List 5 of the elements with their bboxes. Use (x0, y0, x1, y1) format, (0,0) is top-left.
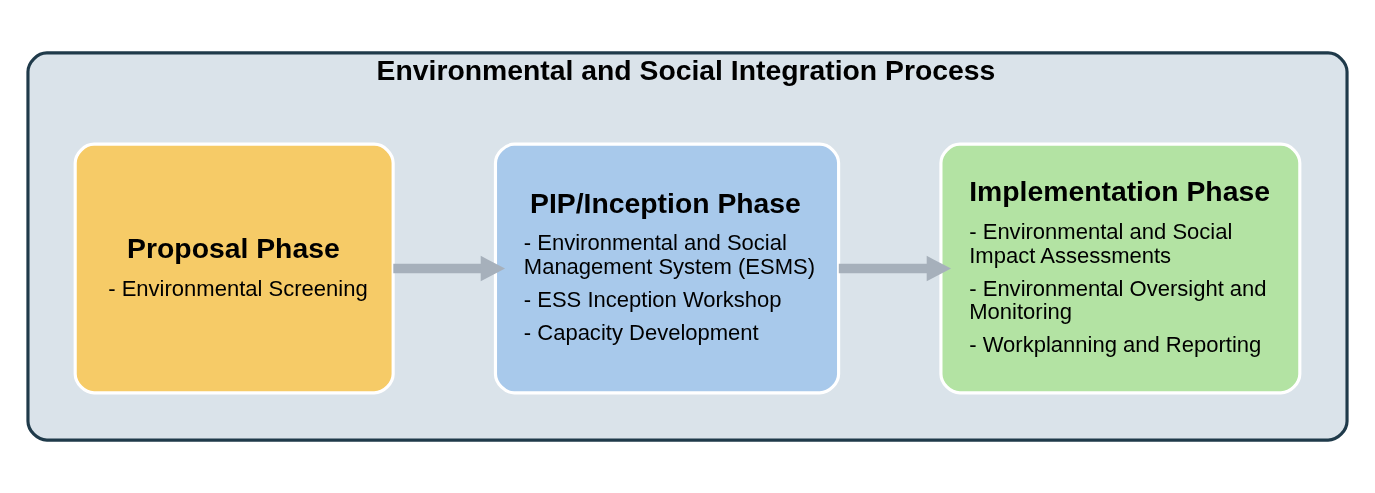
node-box: Proposal Phase - Environmental Screening (73, 142, 395, 395)
arrow (838, 255, 951, 282)
node-box: Implementation Phase - Environmental and Social Impact Assessments - Environmental Oversight and Monitoring - Workplanning and Reporting (939, 142, 1302, 395)
node-box: PIP/Inception Phase - Environmental and Social Management System (ESMS) - ESS Inception Workshop - Capacity Development (493, 142, 841, 395)
arrow (393, 255, 506, 282)
